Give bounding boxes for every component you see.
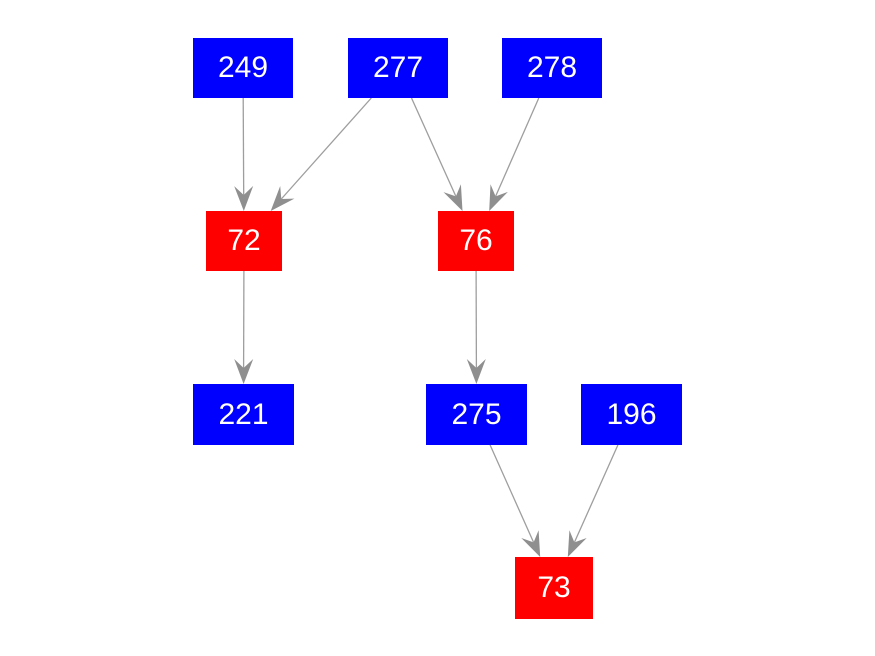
node-label: 277 [372, 51, 424, 84]
node-label: 76 [459, 224, 493, 257]
edge-arrowhead-278-to-76 [489, 184, 508, 211]
node-label: 275 [451, 397, 502, 431]
edge-arrowhead-72-to-221 [234, 359, 254, 384]
node-label: 73 [537, 571, 571, 604]
node-221: 221 [193, 384, 294, 445]
edge-arrowhead-76-to-275 [466, 359, 486, 384]
edge-line-249-to-72 [242, 97, 245, 196]
edge-line-277-to-76 [410, 97, 457, 197]
node-277: 277 [348, 38, 448, 98]
edge-arrowhead-249-to-72 [234, 185, 254, 211]
node-72: 72 [206, 211, 282, 271]
node-275: 275 [426, 384, 527, 445]
node-196: 196 [581, 384, 682, 445]
node-76: 76 [438, 211, 514, 271]
node-label: 72 [227, 224, 261, 257]
node-label: 196 [606, 397, 657, 431]
node-249: 249 [193, 38, 293, 98]
edge-arrowhead-196-to-73 [567, 530, 587, 557]
node-label: 278 [526, 51, 578, 84]
node-73: 73 [515, 557, 593, 619]
node-label: 249 [217, 51, 269, 84]
edge-line-275-to-73 [489, 444, 535, 543]
edge-line-196-to-73 [573, 444, 619, 543]
edge-arrowhead-277-to-76 [443, 184, 463, 211]
edge-arrowhead-277-to-72 [270, 186, 295, 211]
edge-line-278-to-76 [495, 97, 540, 197]
node-label: 221 [218, 397, 269, 431]
node-278: 278 [502, 38, 602, 98]
edge-arrowhead-275-to-73 [521, 530, 541, 557]
edge-line-277-to-72 [280, 97, 372, 200]
